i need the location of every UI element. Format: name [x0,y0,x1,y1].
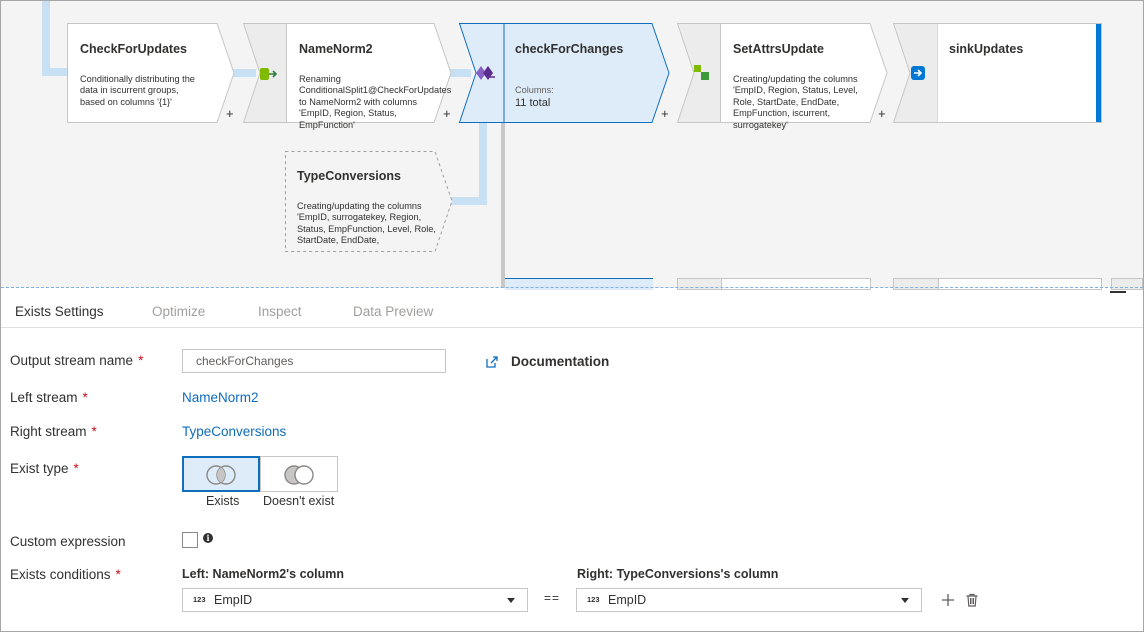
node-description: Creating/updating the columns 'EmpID, Re… [733,74,858,130]
exists-icon [476,66,495,80]
node-title: NameNorm2 [299,42,373,56]
doesnt-exist-option[interactable] [260,456,338,492]
node-sinkupdates[interactable]: sinkUpdates [938,23,1102,123]
flow-line [441,197,487,205]
custom-expression-checkbox[interactable] [182,532,198,548]
node-setattrsupdate[interactable]: SetAttrsUpdate Creating/updating the col… [721,24,871,130]
sink-accent [1096,24,1101,122]
node-columns-value: 11 total [515,97,551,109]
add-transform-button[interactable]: + [661,106,669,121]
node-partial [505,278,653,290]
equals-operator: == [544,591,561,605]
delete-condition-button[interactable] [965,593,979,607]
node-title: SetAttrsUpdate [733,42,824,56]
flow-line [42,68,72,76]
exists-caption: Exists [206,494,240,508]
chevron-down-icon [507,598,515,603]
venn-intersection-icon [206,465,236,485]
node-title: checkForChanges [515,42,624,56]
required-mark: * [138,353,144,368]
integer-type-icon: 123 [193,595,206,604]
node-namenorm2[interactable]: NameNorm2 Renaming ConditionalSplit1@Che… [287,24,452,130]
node-partial [721,278,871,290]
doesnt-exist-caption: Doesn't exist [263,494,335,508]
documentation-link[interactable]: Documentation [486,354,609,369]
flow-line [226,69,256,77]
add-condition-button[interactable] [941,593,955,607]
node-partial [893,278,939,290]
node-shape [720,23,888,123]
node-shape-dashed [285,151,453,252]
node-typeconversions[interactable]: TypeConversions Creating/updating the co… [286,152,436,251]
minimize-panel-button[interactable] [1110,291,1126,293]
node-checkforupdates[interactable]: CheckForUpdates Conditionally distributi… [68,24,216,122]
external-link-icon [486,355,498,368]
node-title: TypeConversions [297,169,401,183]
node-columns-label: Columns: [515,85,554,95]
custom-expression-label: Custom expression [10,534,126,549]
left-column-header: Left: NameNorm2's column [182,567,345,581]
add-transform-button[interactable]: + [878,106,886,121]
integer-type-icon: 123 [587,595,600,604]
required-mark: * [115,567,121,582]
left-stream-label: Left stream* [10,390,88,405]
tab-optimize[interactable]: Optimize [152,304,206,319]
left-column-select[interactable]: 123 EmpID [182,588,528,612]
node-checkforchanges[interactable]: checkForChanges Columns: 11 total [505,24,653,122]
right-column-value: EmpID [608,593,647,607]
node-partial [1111,278,1143,290]
right-stream-label: Right stream* [10,424,97,439]
required-mark: * [91,424,97,439]
left-column-value: EmpID [214,593,253,607]
connector-shape [676,23,723,123]
panel-splitter[interactable] [1,287,1143,288]
selection-guide [501,123,505,288]
node-partial [938,278,1102,290]
dataflow-canvas[interactable]: CheckForUpdates Conditionally distributi… [1,1,1143,290]
add-transform-button[interactable]: + [443,106,451,121]
right-column-header: Right: TypeConversions's column [577,567,779,581]
info-icon[interactable]: i [203,533,213,543]
flow-line [42,1,50,76]
derived-column-icon [694,65,709,80]
right-column-select[interactable]: 123 EmpID [576,588,922,612]
node-description: Creating/updating the columns 'EmpID, su… [297,201,436,246]
output-stream-label: Output stream name* [10,353,144,368]
node-partial [677,278,723,290]
left-stream-select[interactable]: NameNorm2 [182,390,259,405]
exists-option[interactable] [182,456,260,492]
required-mark: * [82,390,88,405]
node-description: Renaming ConditionalSplit1@CheckForUpdat… [299,74,452,130]
exist-type-label: Exist type* [10,461,79,476]
add-transform-button[interactable]: + [226,106,234,121]
documentation-text: Documentation [511,354,610,369]
split-icon [260,68,278,80]
tab-inspect[interactable]: Inspect [258,304,302,319]
output-stream-input[interactable]: checkForChanges [182,349,446,373]
flow-line [441,69,471,77]
node-shape [286,23,452,123]
node-description: Conditionally distributing the data in i… [80,74,195,107]
node-shape [67,23,235,123]
required-mark: * [73,461,79,476]
tab-data-preview[interactable]: Data Preview [353,304,434,319]
sink-icon [911,66,925,80]
chevron-down-icon [901,598,909,603]
venn-difference-icon [284,465,314,485]
tab-exists-settings[interactable]: Exists Settings [15,304,104,319]
settings-tabs: Exists Settings Optimize Inspect Data Pr… [1,297,1143,328]
node-title: sinkUpdates [949,42,1024,56]
node-title: CheckForUpdates [80,42,187,56]
exists-conditions-label: Exists conditions* [10,567,121,582]
right-stream-select[interactable]: TypeConversions [182,424,287,439]
flow-line [479,121,487,205]
